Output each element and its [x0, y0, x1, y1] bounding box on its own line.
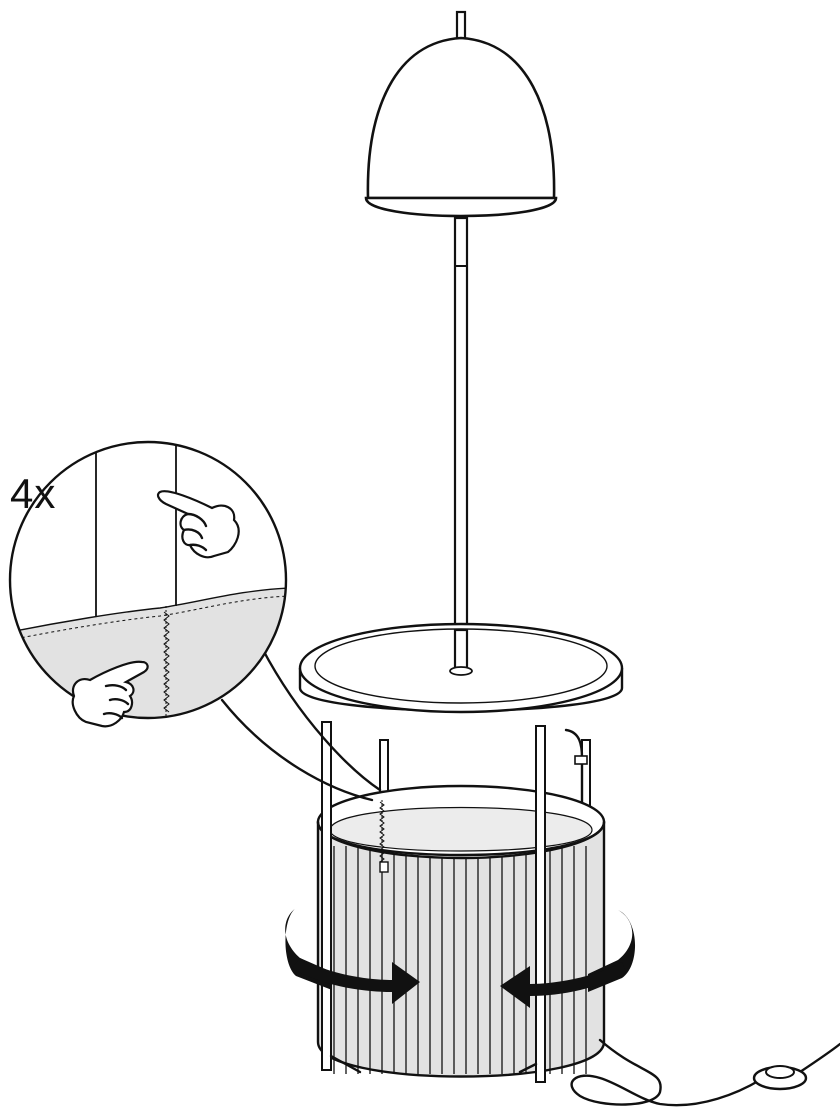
table-front-legs	[321, 721, 546, 1083]
lamp-shade	[364, 10, 558, 218]
pressing-hand-icon	[156, 490, 240, 559]
lamp-pole	[450, 216, 472, 677]
foot-switch	[752, 1065, 808, 1091]
pressing-hand-icon	[71, 660, 149, 728]
fabric-basket	[316, 784, 606, 1078]
quantity-label: 4x	[10, 470, 57, 517]
rotate-arrow-left	[285, 908, 420, 1004]
side-table-top	[298, 622, 624, 714]
power-cord	[570, 1038, 840, 1107]
rotate-arrow-right	[500, 910, 636, 1008]
